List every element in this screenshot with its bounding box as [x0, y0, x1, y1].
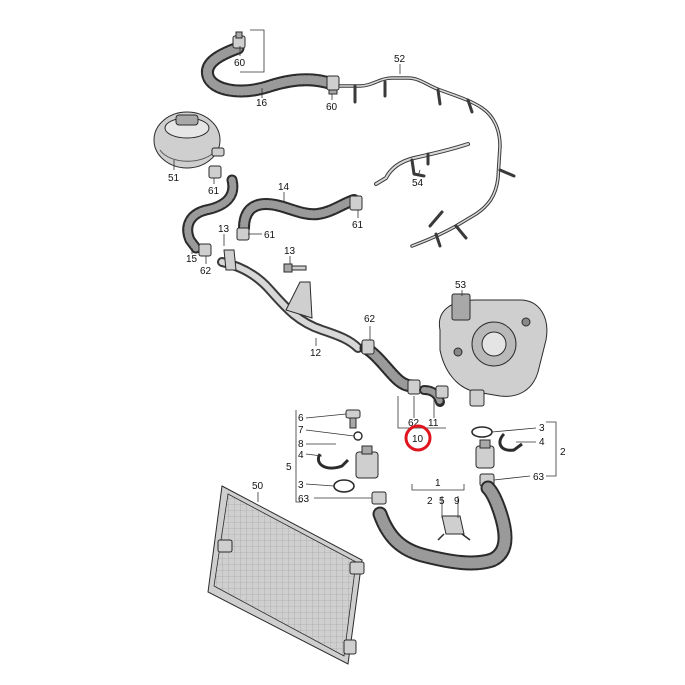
connector-5 — [355, 445, 379, 479]
clamp-61-right — [349, 195, 363, 211]
bolt-13-lower — [283, 263, 307, 273]
radiator-50 — [207, 485, 365, 665]
callout-52: 52 — [394, 54, 406, 65]
callout-2-right: 2 — [560, 447, 566, 458]
thermostat-housing-53 — [438, 293, 548, 407]
expansion-tank-51 — [153, 111, 225, 169]
hose-16 — [201, 41, 339, 98]
callout-15: 15 — [186, 254, 198, 265]
callout-10: 10 — [412, 434, 424, 445]
pipe-12 — [217, 249, 363, 353]
hose-15 — [182, 174, 239, 254]
callout-13-upper: 13 — [218, 224, 230, 235]
callout-63-left: 63 — [298, 494, 310, 505]
callout-6: 6 — [298, 413, 304, 424]
callout-61-right: 61 — [352, 220, 364, 231]
callout-50: 50 — [252, 481, 264, 492]
callout-2-lower: 2 — [427, 496, 433, 507]
callout-51: 51 — [168, 173, 180, 184]
callout-60-mid: 60 — [326, 102, 338, 113]
callout-3-right: 3 — [539, 423, 545, 434]
callout-62-left: 62 — [200, 266, 212, 277]
callout-16: 16 — [256, 98, 268, 109]
pipe-52 — [338, 76, 516, 248]
callout-11: 11 — [428, 418, 439, 429]
leader-lines — [173, 29, 557, 518]
o-ring-3-left — [333, 479, 355, 493]
clamp-62-hose — [361, 339, 421, 395]
clip-4-right — [498, 432, 523, 452]
callout-1: 1 — [435, 478, 441, 489]
callout-12: 12 — [310, 348, 322, 359]
callout-8: 8 — [298, 439, 304, 450]
clamp-62-left — [198, 243, 212, 257]
callout-60-top: 60 — [234, 58, 246, 69]
callout-4-left: 4 — [298, 450, 304, 461]
o-ring-7 — [353, 431, 363, 441]
clamp-61-left — [236, 227, 250, 241]
callout-53: 53 — [455, 280, 467, 291]
clamp-60-top — [232, 31, 246, 49]
clamp-63-left — [371, 491, 387, 505]
bracket-9 — [437, 515, 471, 541]
callout-9: 9 — [454, 496, 460, 507]
callout-63-right: 63 — [533, 472, 545, 483]
callout-61-tank: 61 — [208, 186, 220, 197]
hose-1 — [372, 480, 513, 571]
callout-3-left: 3 — [298, 480, 304, 491]
o-ring-3-right — [471, 426, 493, 438]
elbow-11 — [419, 385, 449, 407]
highlight-circle-part-10 — [404, 424, 432, 452]
callout-13-lower: 13 — [284, 246, 296, 257]
pipe-54 — [374, 142, 470, 186]
callout-62-lower: 62 — [408, 418, 420, 429]
callout-4-right: 4 — [539, 437, 545, 448]
callout-61-left: 61 — [264, 230, 276, 241]
callout-14: 14 — [278, 182, 290, 193]
fitting-6 — [345, 409, 361, 429]
callout-labels: 60 16 60 52 51 61 14 54 61 13 61 15 62 1… — [168, 54, 566, 507]
clamp-60-mid — [326, 75, 340, 95]
callout-54: 54 — [412, 178, 424, 189]
callout-7: 7 — [298, 425, 304, 436]
clamp-61-tank — [208, 165, 222, 179]
connector-2 — [475, 439, 495, 469]
clip-4 — [317, 453, 350, 470]
callout-62-hose: 62 — [364, 314, 376, 325]
callout-5-lower: 5 — [439, 496, 445, 507]
callout-5-left: 5 — [286, 462, 292, 473]
hose-14 — [238, 194, 360, 234]
